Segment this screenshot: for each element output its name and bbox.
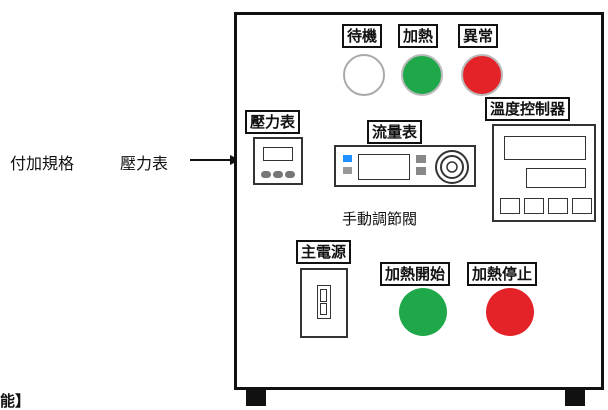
pressure-gauge-key-2[interactable] [273,171,283,178]
heating-lamp [401,54,443,96]
heating-lamp-label: 加熱 [398,24,439,48]
heating-stop-label: 加熱停止 [467,262,538,286]
pressure-gauge-key-3[interactable] [285,171,295,178]
pressure-gauge-label: 壓力表 [245,110,301,134]
manual-valve-knob-icon[interactable] [434,149,470,185]
temp-controller-display-sv [526,168,586,188]
fault-lamp-label: 異常 [458,24,499,48]
fault-lamp [461,54,503,96]
panel-leg-left [246,390,266,406]
flow-meter-indicator [343,155,352,162]
standby-lamp [343,54,385,96]
temp-controller-label: 溫度控制器 [485,97,571,121]
main-power-switch[interactable] [300,268,348,338]
temp-controller-key-2[interactable] [524,198,544,214]
manual-valve-label: 手動調節閥 [342,210,418,228]
temp-controller-key-4[interactable] [572,198,592,214]
temp-controller-key-3[interactable] [548,198,568,214]
flow-meter-indicator-2 [343,167,352,174]
main-power-switch-lever[interactable] [317,285,331,319]
heating-start-button[interactable] [399,288,447,336]
pressure-gauge [253,137,303,185]
heating-stop-button[interactable] [486,288,534,336]
corner-text: 能】 [0,392,31,410]
spec-label: 付加規格 [10,154,75,173]
flow-meter [334,145,476,187]
pressure-gauge-display [263,147,293,161]
standby-lamp-label: 待機 [342,24,383,48]
flow-meter-label: 流量表 [367,120,423,144]
temp-controller-key-1[interactable] [500,198,520,214]
temp-controller [492,124,596,222]
flow-meter-key-2[interactable] [416,167,426,175]
pressure-gauge-key-1[interactable] [261,171,271,178]
flow-meter-display [358,154,410,180]
panel-leg-right [565,390,585,406]
heating-start-label: 加熱開始 [380,262,451,286]
temp-controller-display-pv [504,136,586,160]
spec-item-label: 壓力表 [120,154,169,173]
flow-meter-key-1[interactable] [416,155,426,163]
main-power-label: 主電源 [296,240,352,264]
